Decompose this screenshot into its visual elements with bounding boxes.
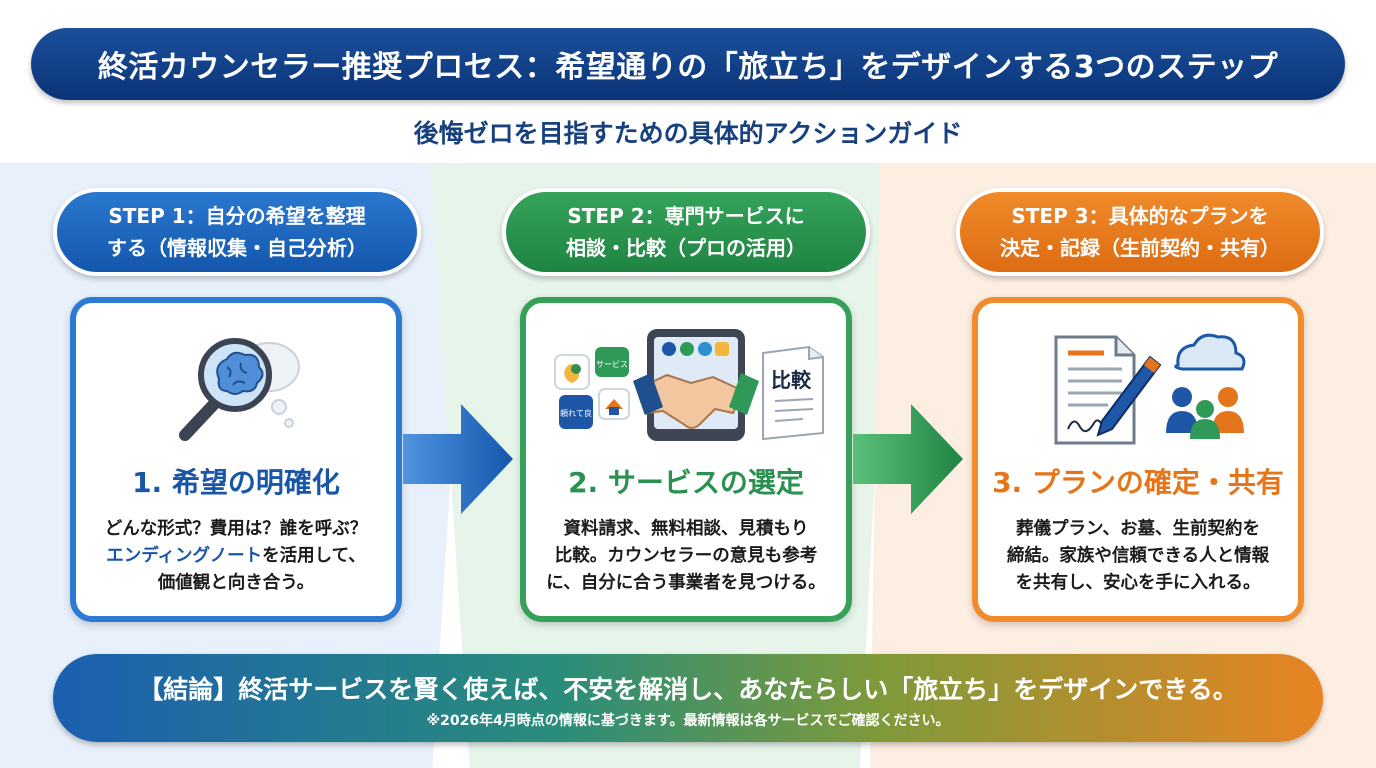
step-3-description: 葬儀プラン、お墓、生前契約を 締結。家族や信頼できる人と情報 を共有し、安心を手… — [978, 516, 1298, 597]
step-3-title: 3. プランの確定・共有 — [992, 466, 1284, 499]
contract-family-icon — [1054, 333, 1246, 445]
step-1-title: 1. 希望の明確化 — [132, 466, 340, 499]
service-logo-label-2: 頼れて良 — [560, 408, 592, 418]
step-2-text-line-3: に、自分に合う事業者を見つける。 — [546, 573, 826, 593]
step-1-description: どんな形式？費用は？誰を呼ぶ？ エンディングノートを活用して、 価値観と向き合う… — [76, 516, 396, 597]
step-2-description: 資料請求、無料相談、見積もり 比較。カウンセラーの意見も参考 に、自分に合う事業… — [526, 516, 846, 597]
step-2-card: サービス 頼れて良 比較 2. サービスの選定 資料請求、無料相談、見積もり 比… — [520, 297, 852, 622]
disclaimer-note: ※2026年4月時点の情報に基づきます。最新情報は各サービスでご確認ください。 — [426, 713, 950, 729]
title-banner: 終活カウンセラー推奨プロセス：希望通りの「旅立ち」をデザインする3つのステップ — [31, 28, 1345, 100]
conclusion-text: 【結論】終活サービスを賢く使えば、不安を解消し、あなたらしい「旅立ち」をデザイン… — [138, 675, 1238, 704]
step-2-pill: STEP 2：専門サービスに 相談・比較（プロの活用） — [502, 188, 870, 276]
step-2-title: 2. サービスの選定 — [568, 466, 804, 499]
step-2-label: STEP 2：専門サービスに 相談・比較（プロの活用） — [566, 204, 806, 260]
step-3-text-line-3: を共有し、安心を手に入れる。 — [1015, 573, 1261, 593]
step-3-text-line-2: 締結。家族や信頼できる人と情報 — [1006, 546, 1270, 566]
page-title: 終活カウンセラー推奨プロセス：希望通りの「旅立ち」をデザインする3つのステップ — [97, 50, 1279, 85]
step-1-pill: STEP 1：自分の希望を整理 する（情報収集・自己分析） — [53, 188, 421, 276]
tablet-handshake-icon: サービス 頼れて良 比較 — [554, 329, 824, 441]
step-1-label: STEP 1：自分の希望を整理 する（情報収集・自己分析） — [107, 204, 367, 260]
step-3-label: STEP 3：具体的なプランを 決定・記録（生前契約・共有） — [1000, 204, 1280, 260]
subtitle: 後悔ゼロを目指すための具体的アクションガイド — [413, 119, 963, 148]
arrow-right-icon — [403, 404, 513, 514]
step-3-text-line-1: 葬儀プラン、お墓、生前契約を — [1016, 519, 1260, 539]
service-logo-label: サービス — [596, 360, 628, 369]
step-2-text-line-1: 資料請求、無料相談、見積もり — [563, 519, 809, 539]
step-1-text-line-2-rest: を活用して、 — [262, 546, 366, 566]
ending-note-highlight: エンディングノート — [106, 546, 263, 566]
step-1-text-line-3: 価値観と向き合う。 — [157, 573, 315, 593]
conclusion-banner: 【結論】終活サービスを賢く使えば、不安を解消し、あなたらしい「旅立ち」をデザイン… — [53, 654, 1323, 742]
step-3-pill: STEP 3：具体的なプランを 決定・記録（生前契約・共有） — [956, 188, 1324, 276]
arrow-right-icon-2 — [853, 404, 963, 514]
comparison-label: 比較 — [771, 368, 812, 392]
step-2-text-line-2: 比較。カウンセラーの意見も参考 — [554, 546, 818, 566]
magnifier-brain-icon — [179, 338, 300, 441]
step-1-card: 1. 希望の明確化 どんな形式？費用は？誰を呼ぶ？ エンディングノートを活用して… — [70, 297, 402, 622]
step-1-text-line-1: どんな形式？費用は？誰を呼ぶ？ — [104, 519, 368, 539]
step-1-text-line-2: エンディングノートを活用して、 — [76, 543, 396, 570]
step-3-card: 3. プランの確定・共有 葬儀プラン、お墓、生前契約を 締結。家族や信頼できる人… — [972, 297, 1304, 622]
